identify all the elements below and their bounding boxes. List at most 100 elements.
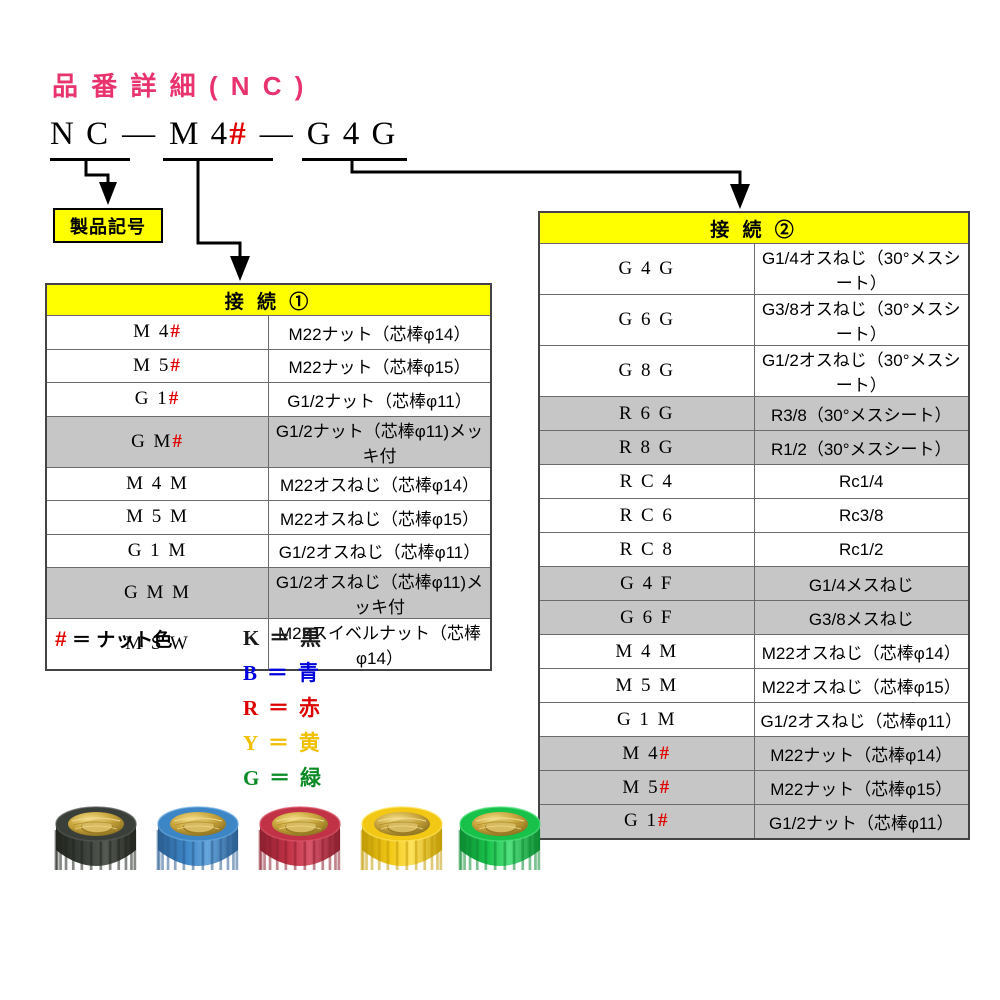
connection1-table-body: M 4#M22ナット（芯棒φ14）M 5#M22ナット（芯棒φ15）G 1#G1… (45, 315, 492, 671)
row-code: R C 8 (538, 532, 755, 567)
row-code: G 1# (538, 804, 755, 839)
row-code-text: R 8 G (619, 436, 675, 458)
underline-connection1 (163, 158, 273, 161)
row-hash-marker: # (168, 388, 181, 410)
part-dash-2: — (259, 116, 295, 152)
part-hash-marker: # (229, 116, 248, 152)
connection2-table-header: 接 続 ② (538, 211, 970, 244)
row-description: G1/4オスねじ（30°メスシート） (753, 243, 970, 295)
row-code-text: G 1 (624, 810, 658, 832)
row-hash-marker: # (170, 321, 182, 343)
row-description: R3/8（30°メスシート） (753, 396, 970, 431)
row-description: M22ナット（芯棒φ15） (268, 348, 492, 383)
row-code-text: M 5 (133, 354, 171, 376)
row-code: M 5 M (45, 500, 269, 535)
row-description: G1/2ナット（芯棒φ11） (268, 382, 492, 417)
red-nut-photo (252, 790, 348, 886)
legend-hash-icon: # (55, 628, 67, 651)
row-code: G 1 M (45, 533, 269, 568)
table-row: G 1#G1/2ナット（芯棒φ11） (45, 382, 492, 417)
row-code: M 4# (538, 736, 755, 771)
table-row: M 4#M22ナット（芯棒φ14） (45, 315, 492, 350)
row-code-text: R C 6 (619, 504, 674, 526)
row-code-text: G 1 M (127, 539, 188, 561)
row-code-text: G 1 (134, 388, 169, 410)
yellow-nut-photo (354, 790, 450, 886)
legend-item: K ＝ 黒 (243, 622, 323, 657)
row-description: G1/2ナット（芯棒φ11)メッキ付 (268, 415, 492, 468)
row-code: M 5 M (538, 668, 755, 703)
row-description: G3/8オスねじ（30°メスシート） (753, 294, 970, 346)
row-code: G 1# (45, 382, 269, 417)
row-description: Rc3/8 (753, 498, 970, 533)
row-description: M22オスねじ（芯棒φ15） (268, 500, 492, 535)
legend-item: Y ＝ 黄 (243, 727, 323, 762)
row-code: G 4 F (538, 566, 755, 601)
row-description: G1/2オスねじ（芯棒φ11)メッキ付 (268, 567, 492, 619)
blue-nut-photo (150, 790, 246, 886)
legend-item-equals: ＝ (261, 627, 301, 650)
row-code: R C 6 (538, 498, 755, 533)
row-code-text: G 4 G (618, 258, 675, 279)
row-code: M S W (45, 618, 269, 671)
legend-item-equals: ＝ (259, 662, 298, 685)
row-code: R 8 G (538, 430, 755, 465)
row-description: M22ナット（芯棒φ14） (268, 315, 492, 350)
legend-item-key: R (243, 696, 261, 720)
table-row: M 5#M22ナット（芯棒φ15） (45, 348, 492, 383)
legend-item-key: Y (243, 731, 261, 755)
legend-item-key: G (243, 766, 262, 790)
row-code: G M# (45, 415, 269, 468)
underline-product-code (50, 158, 130, 161)
row-code: M 5# (538, 770, 755, 805)
product-symbol-box: 製品記号 (53, 208, 163, 243)
legend-item-equals: ＝ (261, 767, 301, 790)
row-description: R1/2（30°メスシート） (753, 430, 970, 465)
row-code: M 4 M (538, 634, 755, 669)
legend-label-text: ＝ ナット色 (66, 630, 173, 651)
row-code-text: M 4 (133, 321, 171, 343)
row-description: G1/2ナット（芯棒φ11） (753, 804, 970, 839)
row-hash-marker: # (172, 430, 184, 452)
row-code: M 5# (45, 348, 269, 383)
table-row: M 4#M22ナット（芯棒φ14） (538, 736, 970, 771)
row-code: R 6 G (538, 396, 755, 431)
row-code: M 4# (45, 315, 269, 350)
part-segment-connection2: G 4 G (306, 116, 398, 152)
legend-item-color-name: 緑 (300, 767, 324, 790)
part-segment-connection1: M 4 (169, 116, 230, 152)
row-code-text: G M M (123, 582, 191, 603)
row-description: Rc1/4 (753, 464, 970, 499)
legend-item-key: K (243, 626, 262, 650)
row-code: R C 4 (538, 464, 755, 499)
row-code-text: M 4 M (615, 640, 679, 662)
row-code-text: G 6 F (620, 606, 674, 628)
table-row: G M M G1/2オスねじ（芯棒φ11)メッキ付 (45, 567, 492, 619)
row-code-text: R C 8 (619, 538, 674, 560)
row-code-text: G M (131, 430, 173, 452)
row-code-text: G 8 G (618, 360, 675, 381)
row-code-text: M 4 (622, 742, 660, 764)
row-code: G 4 G (538, 243, 755, 295)
connection1-table: 接 続 ① M 4#M22ナット（芯棒φ14）M 5#M22ナット（芯棒φ15）… (45, 283, 492, 671)
legend-item: R ＝ 赤 (243, 692, 323, 727)
legend-item-color-name: 赤 (298, 697, 322, 720)
part-segment-product-code: N C (50, 116, 111, 152)
row-description: G1/4メスねじ (753, 566, 970, 601)
page-title: 品 番 詳 細 ( N C ) (52, 71, 307, 101)
row-description: M22オスねじ（芯棒φ14） (268, 466, 492, 501)
